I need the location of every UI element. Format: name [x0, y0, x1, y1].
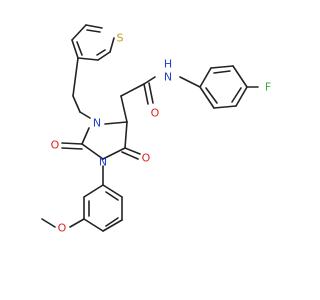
methylene-bond [72, 95, 81, 113]
amide-hydrogen-label: H [164, 58, 172, 71]
methylene-bond [79, 111, 91, 119]
sidechain-bond [120, 95, 128, 123]
amide-carbonyl-bond-double [148, 82, 154, 104]
thiophene-bond-double [76, 41, 83, 56]
fluorine-label: F [265, 81, 271, 94]
atom-labels: S N H F O N N O O O [51, 32, 272, 235]
methoxy-oxygen-label: O [58, 222, 67, 235]
ring-bond [102, 147, 126, 160]
fluoro-ring-bond [232, 65, 248, 88]
fluoro-ring-bond-double [231, 87, 242, 103]
fluoro-ring-bond [199, 86, 215, 109]
fluoro-ring-bond [235, 86, 248, 107]
fluoro-ring-bond-double [205, 87, 218, 104]
sulfur-label: S [117, 32, 124, 45]
thiophene-bond [109, 37, 115, 53]
ring-nitrogen-upper-label: N [93, 117, 101, 130]
aryl-bond [179, 76, 201, 88]
ring-bond [81, 127, 90, 145]
ring-bond [124, 121, 128, 149]
aryl-ring-bond [102, 219, 123, 232]
thiophene-bond [85, 24, 103, 29]
carbonyl-bond [61, 142, 83, 145]
bonds [41, 24, 259, 232]
fluoro-ring-bond [213, 105, 237, 109]
thiophene-bond [71, 24, 87, 41]
carbonyl-bond [124, 147, 141, 155]
aryl-ring-bond-double [105, 191, 119, 201]
ring-bond [81, 143, 104, 160]
methoxy-bond [69, 218, 85, 228]
ring-bond [104, 121, 128, 125]
aryl-ring-bond [83, 218, 104, 232]
thiophene-bond [77, 57, 99, 61]
amide-carbonyl-bond [143, 83, 149, 105]
thiophene-bond [97, 51, 111, 61]
ring-nitrogen-lower-label: N [99, 156, 107, 169]
thiophene-bond [71, 39, 79, 59]
amide-nitrogen-label: N [164, 71, 172, 84]
thiophene-bond-double [96, 49, 106, 56]
aryl-ring-bond [102, 184, 123, 198]
amide-n-bond [143, 76, 156, 85]
fluoro-ring-bond [199, 67, 212, 88]
sidechain-bond [120, 83, 145, 97]
canvas-background [0, 0, 300, 300]
thiophene-bond-double [86, 29, 101, 33]
methoxy-bond [41, 218, 56, 228]
fluoro-ring-bond [210, 65, 234, 69]
methylene-bond [72, 57, 79, 97]
molecule-structure: S N H F O N N O O O [0, 0, 300, 300]
carbonyl-bond-double [121, 151, 139, 160]
fluoro-ring-bond-double [213, 70, 231, 74]
aryl-ring-bond [83, 184, 104, 198]
carbonyl-bond-double [61, 147, 83, 150]
carbonyl-oxygen-right-label: O [142, 152, 151, 165]
amide-oxygen-label: O [151, 107, 160, 120]
carbonyl-oxygen-left-label: O [51, 139, 60, 152]
aryl-ring-bond-double [105, 217, 119, 227]
